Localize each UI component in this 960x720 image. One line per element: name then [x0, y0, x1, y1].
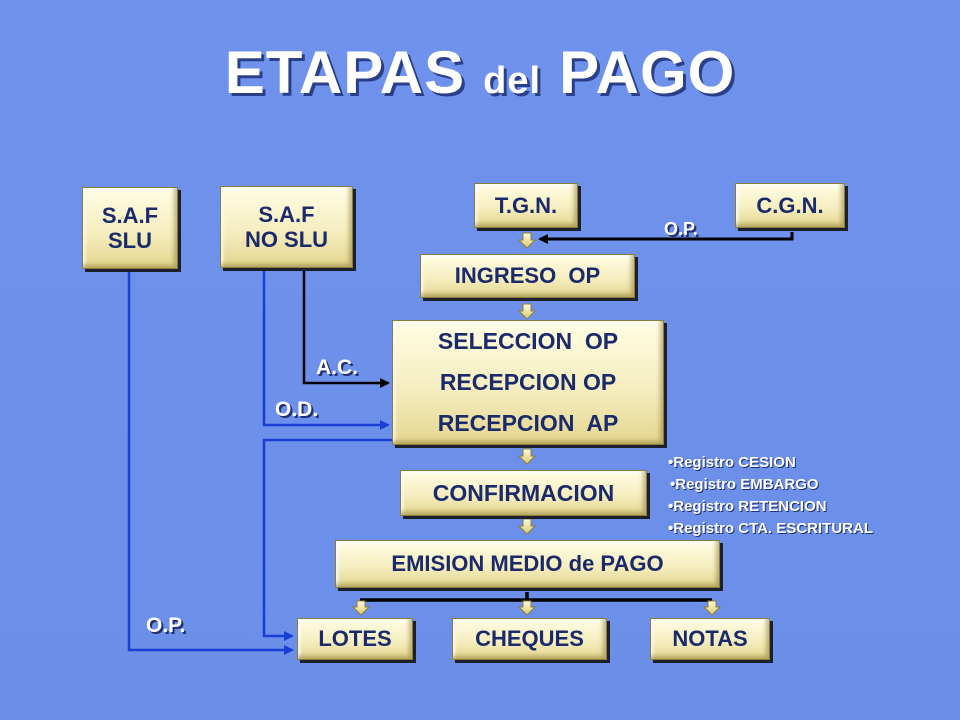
confirmacion-box: CONFIRMACION	[400, 470, 647, 516]
saf-no-slu-box: S.A.F NO SLU	[220, 186, 353, 268]
cgn-box: C.G.N.	[735, 183, 845, 228]
note-item: •Registro CTA. ESCRITURAL	[668, 520, 873, 537]
flow-arrows	[351, 232, 722, 616]
op-label-bottom: O.P.	[146, 614, 186, 637]
emision-medio-pago-box: EMISION MEDIO de PAGO	[335, 540, 720, 588]
note-item: •Registro RETENCION	[668, 498, 827, 515]
recepcion-to-lotes-connector	[262, 438, 410, 641]
ac-label: A.C.	[316, 356, 358, 379]
op-label-top: O.P.	[664, 219, 698, 239]
emision-branch-connector	[360, 592, 712, 604]
od-label: O.D.	[275, 398, 319, 421]
note-item: •Registro EMBARGO	[670, 476, 819, 493]
registro-notes-list: •Registro CESION •Registro EMBARGO •Regi…	[668, 452, 873, 540]
tgn-box: T.G.N.	[474, 183, 578, 228]
lotes-box: LOTES	[297, 618, 413, 660]
notas-box: NOTAS	[650, 618, 770, 660]
ac-connector	[302, 268, 390, 388]
note-item: •Registro CESION	[668, 454, 796, 471]
saf-slu-to-lotes-connector	[127, 270, 294, 655]
cgn-to-tgn-connector	[538, 232, 794, 244]
saf-slu-box: S.A.F SLU	[82, 187, 178, 269]
ingreso-op-box: INGRESO OP	[420, 254, 635, 298]
seleccion-recepcion-box: SELECCION OP RECEPCION OP RECEPCION AP	[392, 320, 664, 445]
cheques-box: CHEQUES	[452, 618, 607, 660]
od-connector	[262, 268, 390, 430]
